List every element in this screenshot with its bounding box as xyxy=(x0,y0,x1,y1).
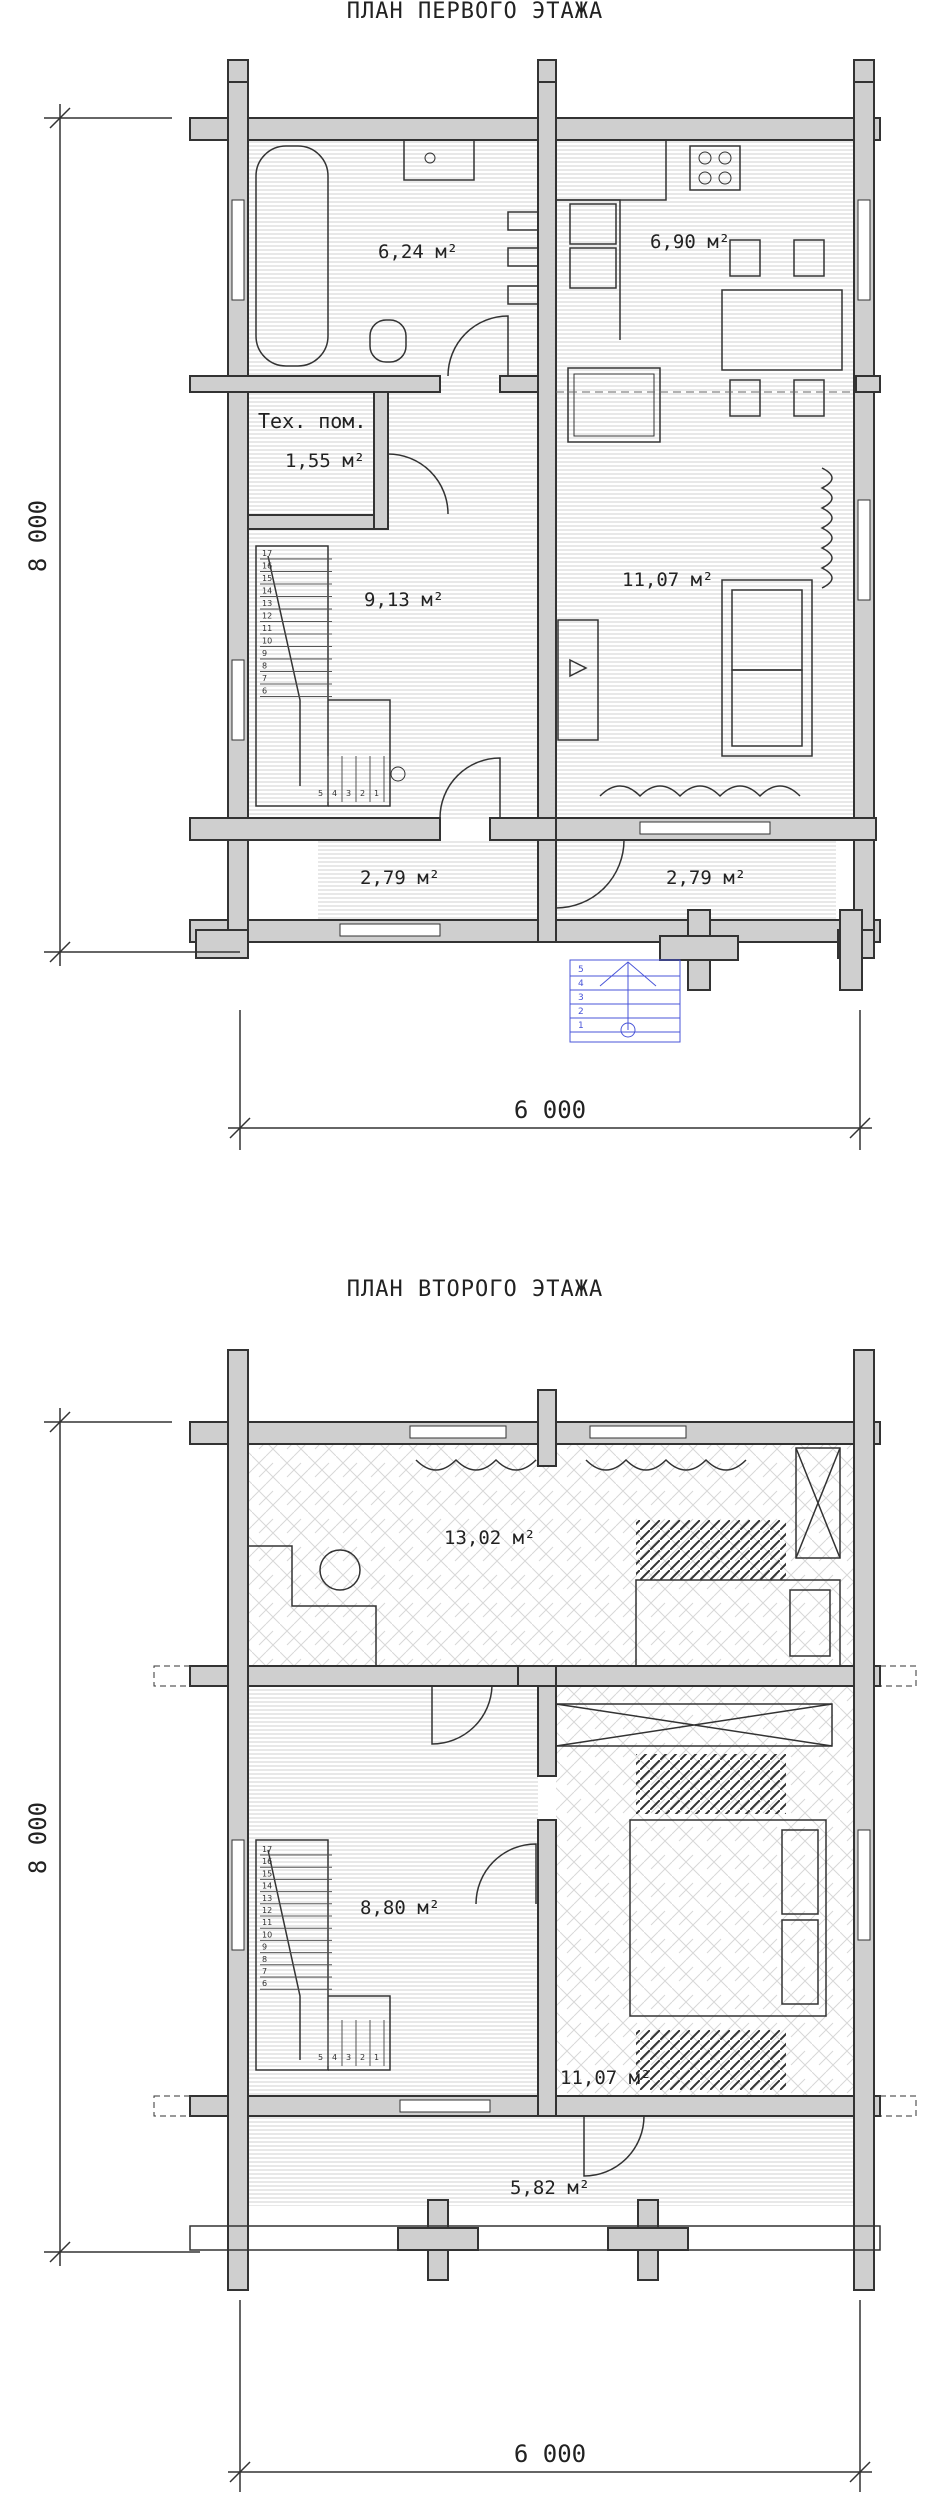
plan1-room-kitchen-area: 6,90 м² xyxy=(650,231,730,253)
plan1-step-11: 11 xyxy=(262,624,272,633)
plan-first-floor: ПЛАН ПЕРВОГО ЭТАЖА xyxy=(24,0,881,1150)
plan2-dim-width: 6 000 xyxy=(514,2440,586,2468)
plan1-step-8: 8 xyxy=(262,662,267,671)
plan2-step-17: 17 xyxy=(262,1845,272,1854)
plan2-dim-height: 8 000 xyxy=(24,1802,52,1874)
plan2-room-hall-area: 8,80 м² xyxy=(360,1897,440,1919)
plan1-step-1: 1 xyxy=(374,789,379,798)
plan1-room-hall-area: 9,13 м² xyxy=(364,589,444,611)
plan2-step-6: 6 xyxy=(262,1979,267,1988)
plan1-dim-height: 8 000 xyxy=(24,500,52,572)
plan2-step-3: 3 xyxy=(346,2053,351,2062)
plan1-step-13: 13 xyxy=(262,599,272,608)
plan1-entry-step-1: 1 xyxy=(578,1021,584,1031)
plan1-step-3: 3 xyxy=(346,789,351,798)
plan1-room-porch-left-area: 2,79 м² xyxy=(360,867,440,889)
plan2-step-8: 8 xyxy=(262,1955,267,1964)
plan1-entry-stairs: 5 4 3 2 1 xyxy=(569,959,681,1043)
plan2-room-bedroom-right-area: 11,07 м² xyxy=(560,2067,652,2089)
plan1-entry-step-5: 5 xyxy=(578,965,584,975)
plan1-step-14: 14 xyxy=(262,587,272,596)
plan1-step-7: 7 xyxy=(262,674,267,683)
plan1-step-6: 6 xyxy=(262,687,267,696)
plan2-step-12: 12 xyxy=(262,1906,272,1915)
plan2-room-bedroom-top-area: 13,02 м² xyxy=(444,1527,536,1549)
plan1-step-4: 4 xyxy=(332,789,337,798)
plan1-room-living-area: 11,07 м² xyxy=(622,569,714,591)
plan1-room-tech-label: Тех. пом. xyxy=(258,409,366,433)
plan1-entry-step-3: 3 xyxy=(578,993,584,1003)
plan2-step-9: 9 xyxy=(262,1943,267,1952)
plan2-step-4: 4 xyxy=(332,2053,337,2062)
plan1-entry-step-4: 4 xyxy=(578,979,584,989)
plan2-step-1: 1 xyxy=(374,2053,379,2062)
plan2-step-7: 7 xyxy=(262,1967,267,1976)
plan1-entry-step-2: 2 xyxy=(578,1007,584,1017)
plan1-step-10: 10 xyxy=(262,637,272,646)
plan2-step-16: 16 xyxy=(262,1857,272,1866)
plan-second-floor: ПЛАН ВТОРОГО ЭТАЖА xyxy=(24,1277,917,2492)
plan1-step-5: 5 xyxy=(318,789,323,798)
plan2-step-2: 2 xyxy=(360,2053,365,2062)
plan1-title: ПЛАН ПЕРВОГО ЭТАЖА xyxy=(347,0,603,24)
plan2-step-14: 14 xyxy=(262,1882,272,1891)
plan1-step-16: 16 xyxy=(262,562,272,571)
plan2-title: ПЛАН ВТОРОГО ЭТАЖА xyxy=(347,1277,603,1302)
plan2-step-13: 13 xyxy=(262,1894,272,1903)
plan1-room-bath-area: 6,24 м² xyxy=(378,241,458,263)
plan2-step-10: 10 xyxy=(262,1930,272,1939)
plan1-room-porch-right-area: 2,79 м² xyxy=(666,867,746,889)
plan1-step-2: 2 xyxy=(360,789,365,798)
plan2-room-balcony-area: 5,82 м² xyxy=(510,2177,590,2199)
plan1-room-tech-area: 1,55 м² xyxy=(285,450,365,472)
plan1-step-12: 12 xyxy=(262,612,272,621)
plan1-step-17: 17 xyxy=(262,549,272,558)
plan1-step-15: 15 xyxy=(262,574,272,583)
plan2-step-11: 11 xyxy=(262,1918,272,1927)
plan1-step-9: 9 xyxy=(262,649,267,658)
plan1-dim-width: 6 000 xyxy=(514,1096,586,1124)
plan2-step-5: 5 xyxy=(318,2053,323,2062)
plan2-step-15: 15 xyxy=(262,1869,272,1878)
